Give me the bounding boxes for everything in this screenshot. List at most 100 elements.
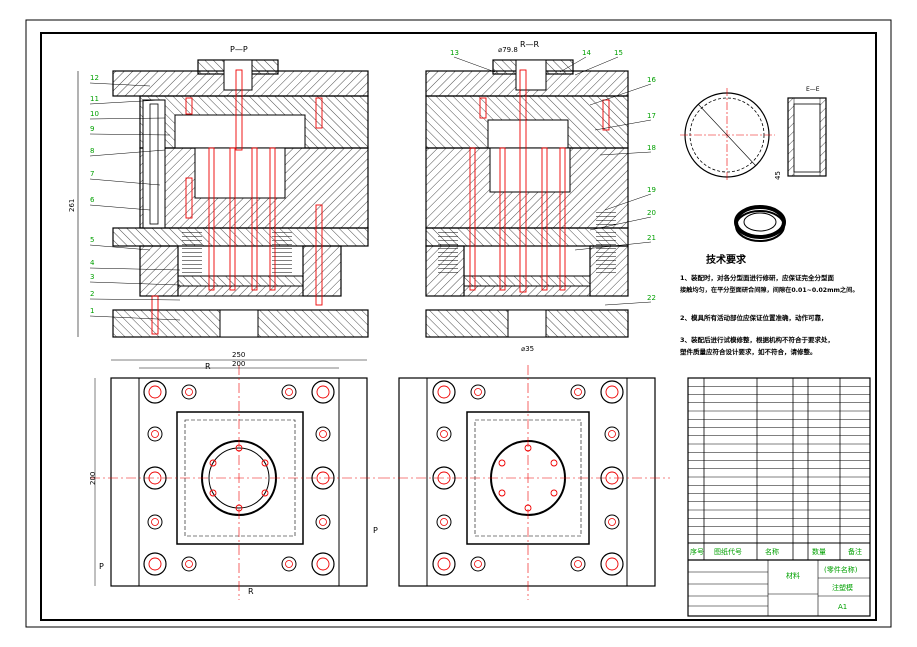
screw-hole xyxy=(315,514,331,530)
callout-number: 7 xyxy=(90,170,94,178)
guide-hole xyxy=(311,466,335,490)
screw-hole xyxy=(181,384,197,400)
screw-hole xyxy=(147,426,163,442)
section-pp-label: P—P xyxy=(230,45,248,54)
guide-hole xyxy=(143,380,167,404)
guide-hole xyxy=(432,380,456,404)
title-block: 序号 图纸代号 名称 数量 备注 材料 (零件名称) 注塑模 A1 xyxy=(687,377,871,617)
guide-hole xyxy=(432,552,456,576)
dim-part-height: 45 xyxy=(774,171,782,180)
tech-line-1: 1、装配时，对各分型面进行修研，应保证完全分型面 xyxy=(680,273,835,282)
callout-number: 12 xyxy=(90,74,99,82)
sheet-label: 注塑模 xyxy=(832,583,853,592)
plan-view-fixed-half xyxy=(380,365,670,600)
guide-hole xyxy=(311,552,335,576)
callouts-left: 12 11 10 9 8 7 6 5 4 3 2 1 xyxy=(89,74,181,321)
guide-hole xyxy=(311,380,335,404)
section-view-rr: R—R ⌀79.8 ⌀35 xyxy=(425,40,629,353)
callout-number: 20 xyxy=(647,209,656,217)
screw-hole xyxy=(315,426,331,442)
tech-line-5: 塑件质量应符合设计要求，如不符合，请修整。 xyxy=(680,347,817,356)
ejector-pin-hole xyxy=(498,489,506,497)
ejector-pin-hole xyxy=(524,444,532,452)
screw-hole xyxy=(147,514,163,530)
screw-hole xyxy=(181,556,197,572)
part-view: E—E 45 xyxy=(680,86,827,242)
inner-border xyxy=(40,32,877,621)
plan-view-moving-half: 250 200 200 R R P P xyxy=(89,351,380,600)
guide-hole xyxy=(600,380,624,404)
section-ee-label: E—E xyxy=(806,86,820,93)
guide-hole xyxy=(143,552,167,576)
screw-hole xyxy=(570,384,586,400)
dim-sprue: ⌀79.8 xyxy=(498,46,518,54)
screw-hole xyxy=(436,426,452,442)
callout-number: 2 xyxy=(90,290,94,298)
ejector-pin-hole xyxy=(261,459,269,467)
ejector-pin-hole xyxy=(550,459,558,467)
material-label: 材料 xyxy=(786,571,800,580)
plan-label-r-bottom: R xyxy=(248,587,254,596)
screw-hole xyxy=(604,514,620,530)
callout-number: 21 xyxy=(647,234,656,242)
screw-hole xyxy=(470,384,486,400)
screw-hole xyxy=(281,384,297,400)
bom-h-index: 序号 xyxy=(690,547,704,556)
dim-depth: 200 xyxy=(89,472,97,485)
callout-number: 14 xyxy=(582,49,591,57)
screw-hole xyxy=(570,556,586,572)
drawing-name: (零件名称) xyxy=(824,565,858,574)
dim-nozzle: ⌀35 xyxy=(521,345,534,353)
ejector-pin-hole xyxy=(498,459,506,467)
section-rr-label: R—R xyxy=(520,40,540,49)
technical-requirements: 技术要求 1、装配时，对各分型面进行修研，应保证完全分型面 接触均匀，在平分型面… xyxy=(680,253,859,356)
tech-line-3: 2、模具所有活动部位应保证位置准确，动作可靠， xyxy=(680,313,828,322)
screw-hole xyxy=(470,556,486,572)
callout-number: 16 xyxy=(647,76,656,84)
screw-hole xyxy=(281,556,297,572)
section-view-pp: P—P xyxy=(68,45,369,338)
ejector-pin-hole xyxy=(524,504,532,512)
ejector-pin-hole xyxy=(550,489,558,497)
tech-title: 技术要求 xyxy=(706,253,747,266)
screw-hole xyxy=(436,514,452,530)
callout-number: 18 xyxy=(647,144,656,152)
plan-label-r-top: R xyxy=(205,362,211,371)
callout-number: 4 xyxy=(90,259,95,267)
callout-number: 15 xyxy=(614,49,623,57)
plan-label-p-right: P xyxy=(373,526,378,535)
dim-width-outer: 250 xyxy=(232,351,245,359)
bom-h-note: 备注 xyxy=(848,547,862,556)
bom-h-code: 图纸代号 xyxy=(714,547,742,556)
bom-h-name: 名称 xyxy=(765,547,779,556)
callout-number: 9 xyxy=(90,125,94,133)
callout-number: 3 xyxy=(90,273,94,281)
outer-border xyxy=(25,19,892,628)
callout-number: 11 xyxy=(90,95,99,103)
scale-label: A1 xyxy=(838,603,847,611)
callout-number: 5 xyxy=(90,236,94,244)
bom-h-qty: 数量 xyxy=(812,547,826,556)
callout-number: 6 xyxy=(90,196,95,204)
ejector-pin-hole xyxy=(209,489,217,497)
screw-hole xyxy=(604,426,620,442)
dim-height: 261 xyxy=(68,199,76,212)
callout-number: 10 xyxy=(90,110,99,118)
ejector-pin-hole xyxy=(235,504,243,512)
guide-hole xyxy=(600,552,624,576)
dim-width-inner: 200 xyxy=(232,360,245,368)
ejector-pin-hole xyxy=(261,489,269,497)
callout-number: 13 xyxy=(450,49,459,57)
callout-number: 1 xyxy=(90,307,94,315)
guide-hole xyxy=(600,466,624,490)
callout-number: 8 xyxy=(90,147,94,155)
callout-number: 22 xyxy=(647,294,656,302)
guide-hole xyxy=(143,466,167,490)
tech-line-4: 3、装配后进行试模修整，根据机构不符合于要求处， xyxy=(680,335,834,344)
tech-line-2: 接触均匀，在平分型面研合间隙，间隙在0.01~0.02mm之间。 xyxy=(680,286,859,294)
ejector-pin-hole xyxy=(209,459,217,467)
callout-number: 17 xyxy=(647,112,656,120)
ejector-pin-hole xyxy=(235,444,243,452)
